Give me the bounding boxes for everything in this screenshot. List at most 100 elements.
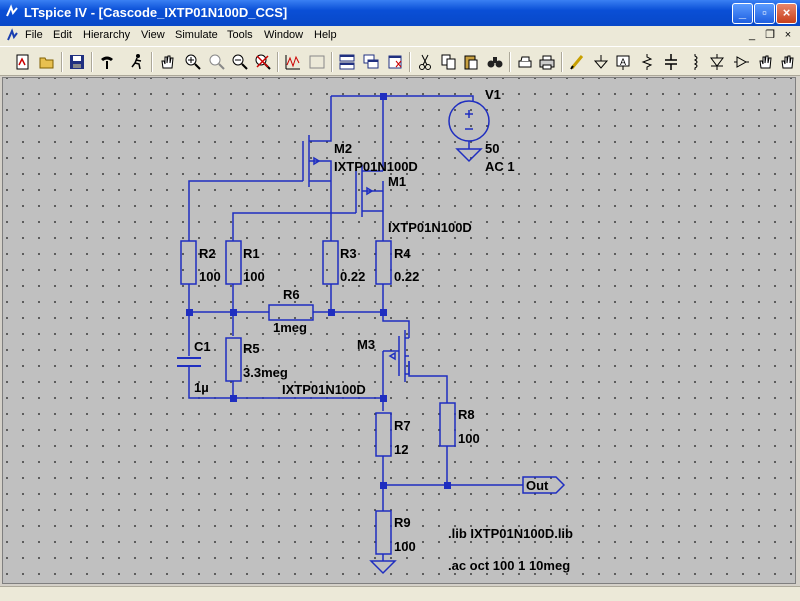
c1-ref: C1 <box>194 339 211 354</box>
status-bar <box>0 586 800 601</box>
r3-ref: R3 <box>340 246 357 261</box>
menu-file[interactable]: File <box>25 29 43 41</box>
resistor-r1[interactable] <box>225 240 242 285</box>
window-title: LTspice IV - [Cascode_IXTP01N100D_CCS] <box>24 5 288 20</box>
lib-directive[interactable]: .lib IXTP01N100D.lib <box>448 526 573 541</box>
close-window-icon[interactable] <box>386 53 404 71</box>
m2-model: IXTP01N100D <box>334 159 418 174</box>
label-icon[interactable]: A <box>614 53 632 71</box>
resistor-r4[interactable] <box>375 240 392 285</box>
menu-view[interactable]: View <box>141 29 165 41</box>
r2-value: 100 <box>199 269 221 284</box>
component-icon[interactable] <box>732 53 750 71</box>
r9-ref: R9 <box>394 515 411 530</box>
hand-icon[interactable] <box>158 53 176 71</box>
find-icon[interactable] <box>486 53 504 71</box>
schematic-drawing: V1 50 AC 1 M2 IXTP01N100D M1 IXTP01N100D… <box>177 87 573 575</box>
r1-value: 100 <box>243 269 265 284</box>
waveform-icon[interactable] <box>284 53 302 71</box>
ac-directive[interactable]: .ac oct 100 1 10meg <box>448 558 570 573</box>
new-schematic-icon[interactable] <box>14 53 32 71</box>
menu-edit[interactable]: Edit <box>53 29 72 41</box>
resistor-icon[interactable] <box>638 53 656 71</box>
r4-value: 0.22 <box>394 269 419 284</box>
menu-simulate[interactable]: Simulate <box>175 29 218 41</box>
menu-hierarchy[interactable]: Hierarchy <box>83 29 131 41</box>
resistor-r2[interactable] <box>180 240 197 285</box>
open-icon[interactable] <box>38 53 56 71</box>
m3-model: IXTP01N100D <box>282 382 366 397</box>
resistor-r7[interactable] <box>375 412 392 457</box>
r7-ref: R7 <box>394 418 411 433</box>
zoom-fit-icon[interactable] <box>208 53 226 71</box>
toolbar-separator <box>91 52 93 72</box>
close-button[interactable]: × <box>776 3 797 24</box>
wire-icon[interactable] <box>568 53 586 71</box>
v1-ac: AC 1 <box>485 159 515 174</box>
r1-ref: R1 <box>243 246 260 261</box>
paste-icon[interactable] <box>462 53 480 71</box>
toolbar-separator <box>509 52 511 72</box>
ground-symbol <box>369 554 397 575</box>
voltage-source-v1[interactable] <box>448 100 490 163</box>
r7-value: 12 <box>394 442 408 457</box>
mosfet-m3[interactable] <box>388 330 410 382</box>
capacitor-c1[interactable] <box>177 357 201 376</box>
mosfet-m1[interactable] <box>355 165 383 217</box>
inductor-icon[interactable] <box>686 53 704 71</box>
schematic-canvas[interactable]: V1 50 AC 1 M2 IXTP01N100D M1 IXTP01N100D… <box>2 77 796 584</box>
maximize-button[interactable]: ▫ <box>754 3 775 24</box>
mdi-restore-button[interactable]: ❐ <box>765 29 775 41</box>
m3-ref: M3 <box>357 337 375 352</box>
m2-ref: M2 <box>334 141 352 156</box>
svg-text:A: A <box>620 57 626 67</box>
menu-window[interactable]: Window <box>264 29 304 41</box>
v1-value: 50 <box>485 141 499 156</box>
save-icon[interactable] <box>68 53 86 71</box>
net-label-out-flag[interactable] <box>522 476 566 494</box>
resistor-r3[interactable] <box>322 240 339 285</box>
copy-icon[interactable] <box>440 53 458 71</box>
m1-model: IXTP01N100D <box>388 220 472 235</box>
r6-ref: R6 <box>283 287 300 302</box>
toolbar: A <box>0 46 800 76</box>
net-label-out[interactable]: Out <box>526 478 549 493</box>
mosfet-m2[interactable] <box>302 121 332 187</box>
junctions <box>186 93 451 489</box>
toolbar-separator <box>151 52 153 72</box>
r5-value: 3.3meg <box>243 365 288 380</box>
control-panel-icon[interactable] <box>98 53 116 71</box>
drag-icon[interactable] <box>778 53 796 71</box>
r8-value: 100 <box>458 431 480 446</box>
zoom-out-icon[interactable] <box>231 53 249 71</box>
document-menu-icon[interactable] <box>4 28 20 44</box>
tile-horizontal-icon[interactable] <box>338 53 356 71</box>
cascade-icon[interactable] <box>362 53 380 71</box>
zoom-in-icon[interactable] <box>184 53 202 71</box>
toolbar-separator <box>331 52 333 72</box>
m1-ref: M1 <box>388 174 406 189</box>
menu-help[interactable]: Help <box>314 29 337 41</box>
minimize-button[interactable]: _ <box>732 3 753 24</box>
menu-tools[interactable]: Tools <box>227 29 253 41</box>
diode-icon[interactable] <box>708 53 726 71</box>
mdi-minimize-button[interactable]: _ <box>748 29 756 41</box>
print-setup-icon[interactable] <box>516 53 534 71</box>
resistor-r5[interactable] <box>225 337 242 382</box>
resistor-r9[interactable] <box>375 510 392 555</box>
cut-icon[interactable] <box>416 53 434 71</box>
ground-icon[interactable] <box>592 53 610 71</box>
waveform-setup-icon[interactable] <box>308 53 326 71</box>
zoom-cancel-icon[interactable] <box>254 53 272 71</box>
run-icon[interactable] <box>128 53 146 71</box>
resistor-r8[interactable] <box>439 402 456 447</box>
capacitor-icon[interactable] <box>662 53 680 71</box>
toolbar-separator <box>61 52 63 72</box>
move-icon[interactable] <box>756 53 774 71</box>
r8-ref: R8 <box>458 407 475 422</box>
resistor-r6[interactable] <box>268 304 314 321</box>
v1-ref: V1 <box>485 87 501 102</box>
ltspice-app-icon[interactable] <box>4 4 20 20</box>
mdi-close-button[interactable]: × <box>784 29 792 41</box>
print-icon[interactable] <box>538 53 556 71</box>
